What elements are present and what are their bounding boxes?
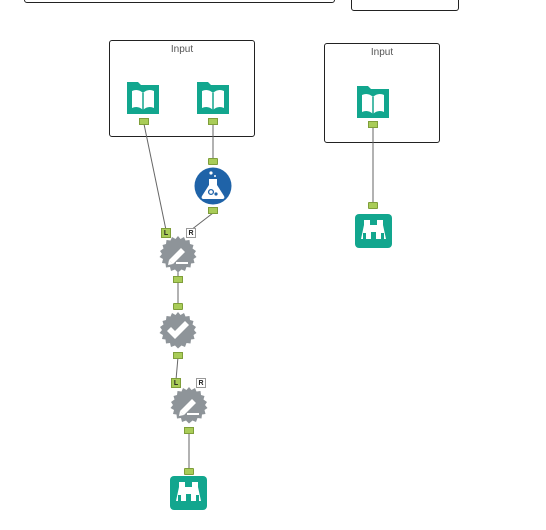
input-data-tool-2[interactable] [195, 78, 231, 116]
input-anchor[interactable] [368, 202, 378, 209]
join-tool-1[interactable] [159, 236, 197, 274]
check-gear-icon [159, 312, 197, 349]
book-icon [127, 82, 159, 114]
binoculars-icon [170, 476, 207, 510]
book-icon [197, 82, 229, 114]
browse-tool-1[interactable] [170, 476, 207, 510]
output-anchor[interactable] [139, 118, 149, 125]
join-pen-icon [159, 236, 197, 273]
output-anchor[interactable] [208, 207, 218, 214]
join-pen-icon [170, 387, 208, 424]
output-anchor[interactable] [173, 352, 183, 359]
right-input-anchor[interactable]: R [186, 228, 196, 238]
binoculars-icon [355, 214, 392, 248]
container-top-left[interactable] [24, 0, 335, 3]
wire-select-to-join2-left [175, 356, 179, 381]
input-data-tool-1[interactable] [125, 78, 161, 116]
browse-tool-2[interactable] [355, 214, 392, 248]
left-input-anchor[interactable]: L [161, 228, 171, 238]
output-anchor[interactable] [368, 121, 378, 128]
join-tool-2[interactable] [170, 387, 208, 425]
wire-formula-to-join1-right [190, 212, 214, 231]
output-anchor[interactable] [208, 118, 218, 125]
container-title: Input [170, 44, 194, 55]
input-data-tool-3[interactable] [355, 82, 391, 120]
select-check-tool[interactable] [159, 312, 197, 350]
book-icon [357, 86, 389, 118]
output-anchor[interactable] [173, 276, 183, 283]
formula-tool[interactable] [194, 167, 232, 205]
input-anchor[interactable] [184, 468, 194, 475]
input-anchor[interactable] [208, 158, 218, 165]
input-anchor[interactable] [173, 303, 183, 310]
container-title: Input [370, 47, 394, 58]
flask-icon [194, 167, 232, 205]
container-top-right[interactable] [351, 0, 459, 11]
left-input-anchor[interactable]: L [171, 378, 181, 388]
output-anchor[interactable] [184, 427, 194, 434]
wire-input1-to-join1-left [143, 123, 167, 231]
right-input-anchor[interactable]: R [196, 378, 206, 388]
